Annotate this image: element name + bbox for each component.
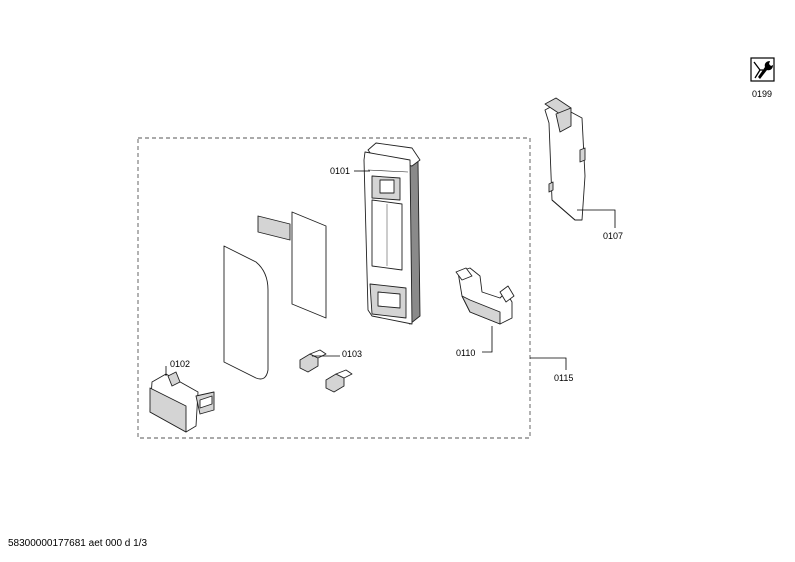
part-film-sheet xyxy=(291,211,327,319)
part-label-0107[interactable]: 0107 xyxy=(603,231,623,241)
wrench-icon[interactable] xyxy=(750,57,775,82)
part-label-0102[interactable]: 0102 xyxy=(170,359,190,369)
part-label-0115[interactable]: 0115 xyxy=(554,373,573,383)
part-0107-bracket[interactable] xyxy=(544,97,586,221)
document-id-footer: 58300000177681 aet 000 d 1/3 xyxy=(8,538,148,549)
part-0101-housing[interactable] xyxy=(363,142,421,325)
part-label-0110[interactable]: 0110 xyxy=(456,348,475,358)
part-0110-bracket[interactable] xyxy=(455,267,515,325)
assembly-group-boundary xyxy=(137,137,531,439)
part-label-0101[interactable]: 0101 xyxy=(330,166,350,176)
part-foil-strip xyxy=(257,215,291,241)
part-front-panel xyxy=(223,245,269,380)
part-label-0103[interactable]: 0103 xyxy=(342,349,362,359)
part-label-0199[interactable]: 0199 xyxy=(752,89,772,99)
part-0102-end-cap[interactable] xyxy=(149,371,215,433)
